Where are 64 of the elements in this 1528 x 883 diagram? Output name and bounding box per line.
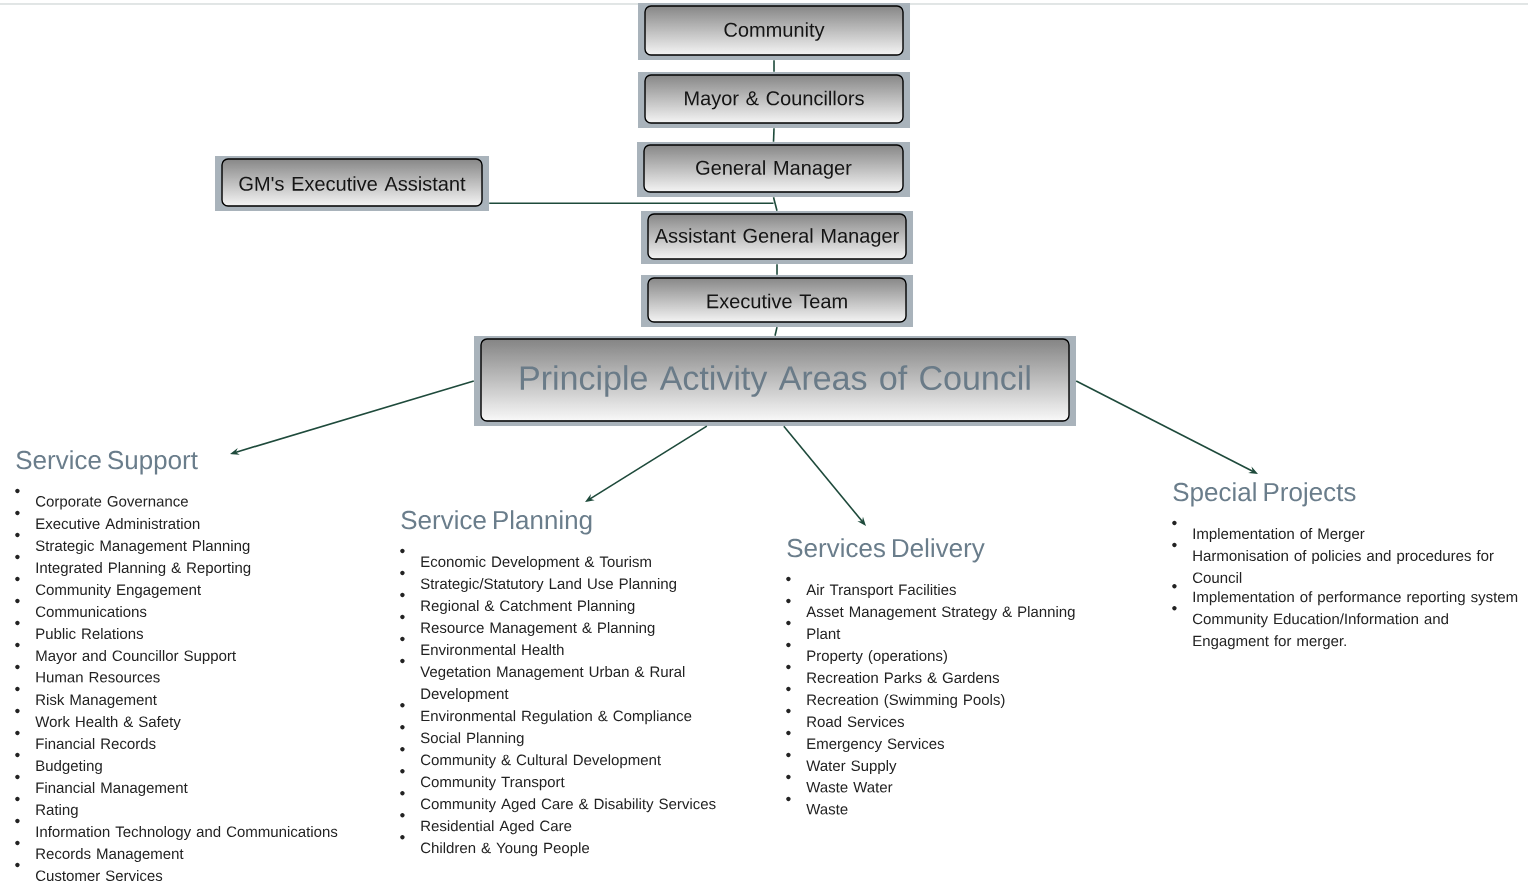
list-item: Strategic Management Planning (15, 532, 250, 554)
list-item: Budgeting (15, 752, 102, 774)
list-item: Corporate Governance (15, 488, 188, 510)
list-item: Waste (786, 796, 848, 815)
list-item: Asset Management Strategy & Planning (786, 598, 1075, 620)
list-item: Regional & Catchment Planning (400, 592, 635, 614)
list-item: Economic Development & Tourism (400, 548, 651, 570)
list-item: Communications (15, 598, 147, 618)
list-item: Community Transport (400, 769, 565, 791)
list-item: Social Planning (400, 725, 524, 747)
list-item: Road Services (786, 708, 904, 728)
list-item: Public Relations (15, 620, 143, 640)
list-item: Strategic/Statutory Land Use Planning (400, 570, 676, 592)
org-box: Principle Activity Areas of Council (474, 336, 1076, 426)
connector-line (772, 196, 778, 212)
connector-line (488, 202, 775, 204)
list-item: Water Supply (786, 752, 897, 774)
list-item: Resource Management & Planning (400, 614, 655, 636)
list-item: Implementation of Merger (1172, 520, 1365, 542)
org-box: Mayor & Councillors (638, 72, 910, 128)
connector-line (774, 326, 778, 337)
list-item: Emergency Services (786, 730, 944, 752)
list-item: Information Technology and Communications (15, 818, 338, 840)
list-item: Plant (786, 620, 841, 640)
list-item: Environmental Regulation & Compliance (400, 703, 692, 725)
org-box: GM's Executive Assistant (215, 156, 489, 211)
list-item: Air Transport Facilities (786, 576, 956, 598)
section-heading: Special Projects (1173, 482, 1356, 507)
list-item: Community Aged Care & Disability Services (400, 791, 716, 813)
list-item: Harmonisation of policies and procedures for Council (1172, 542, 1494, 584)
list-item: Integrated Planning & Reporting (15, 554, 251, 576)
connector-line (773, 59, 775, 73)
list-item: Community Education/Information and Engagment for merger. (1172, 606, 1448, 650)
arrow (783, 425, 866, 526)
list-item: Environmental Health (400, 636, 564, 656)
list-item: Financial Records (15, 730, 156, 750)
section-heading: Service Support (16, 450, 198, 475)
list-item: Property (operations) (786, 642, 947, 664)
list-item: Work Health & Safety (15, 708, 181, 730)
list-item: Recreation Parks & Gardens (786, 664, 1000, 684)
list-item: Residential Aged Care (400, 813, 572, 835)
org-box: Executive Team (641, 275, 913, 327)
list-item: Financial Management (15, 774, 188, 796)
list-item: Executive Administration (15, 510, 200, 530)
connector-line (772, 127, 775, 143)
list-item: Recreation (Swimming Pools) (786, 686, 1005, 708)
section-heading: Service Planning (401, 510, 592, 535)
org-box: Community (638, 3, 910, 60)
list-item: Implementation of performance reporting system (1172, 584, 1518, 606)
connector-line (776, 263, 778, 276)
list-item: Human Resources (15, 664, 160, 683)
list-item: Community & Cultural Development (400, 747, 661, 769)
list-item: Records Management (15, 840, 184, 862)
list-item: Waste Water (786, 774, 893, 793)
list-item: Risk Management (15, 686, 157, 708)
org-box: Assistant General Manager (641, 211, 913, 264)
section-heading: Services Delivery (787, 538, 985, 563)
list-item: Customer Services (15, 862, 163, 882)
list-item: Vegetation Management Urban & Rural Development (400, 658, 685, 702)
list-item: Rating (15, 796, 78, 818)
org-box: General Manager (637, 142, 910, 197)
list-item: Community Engagement (15, 576, 201, 598)
list-item: Mayor and Councillor Support (15, 642, 236, 664)
list-item: Children & Young People (400, 835, 590, 857)
